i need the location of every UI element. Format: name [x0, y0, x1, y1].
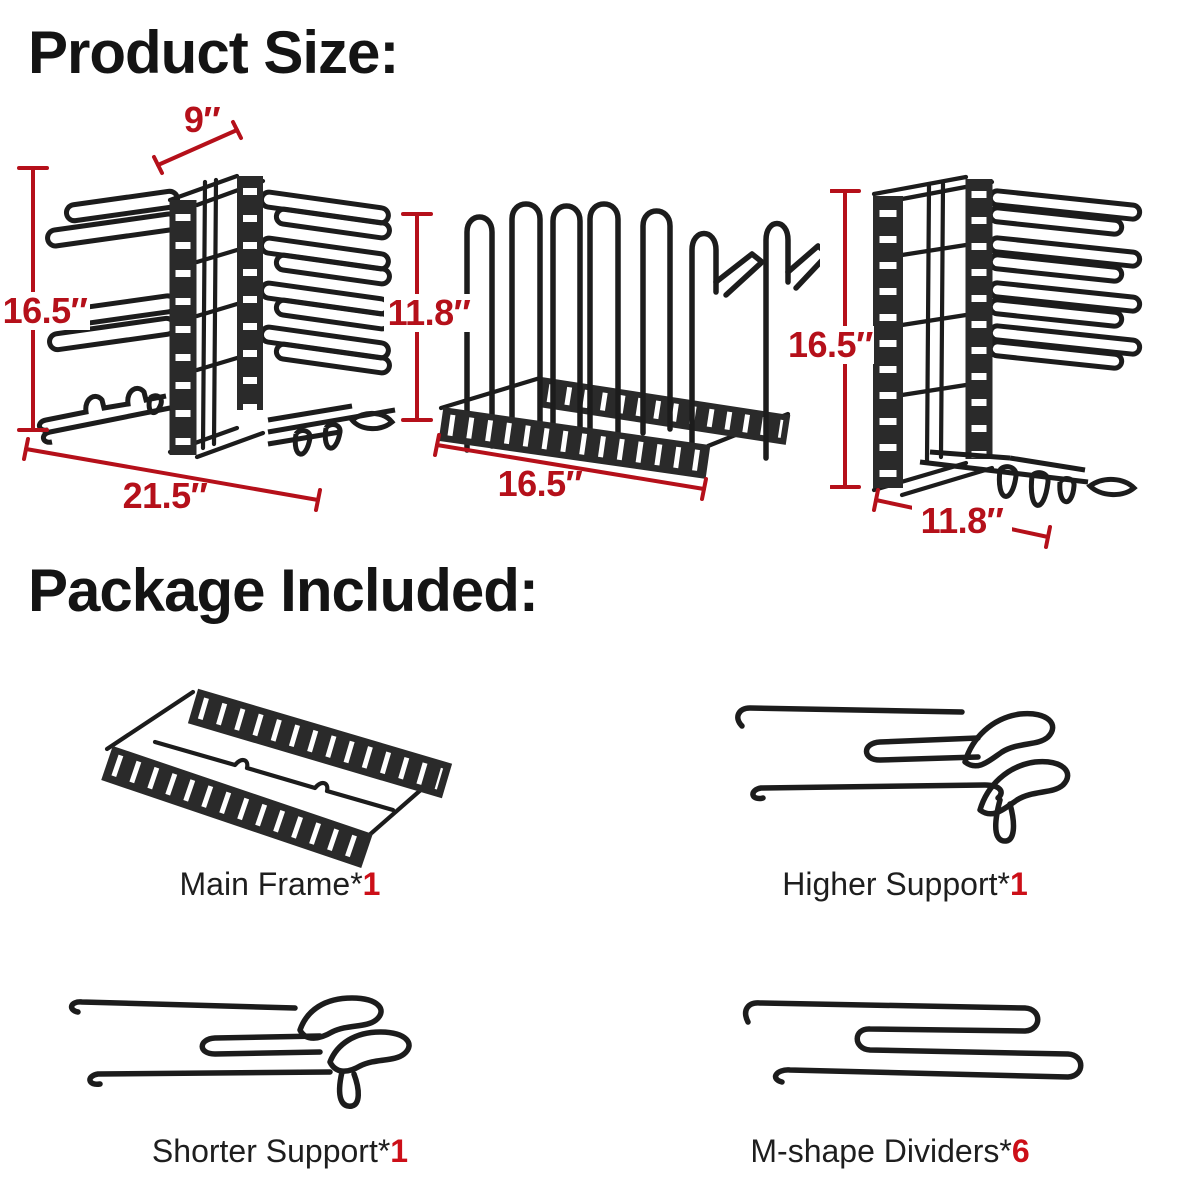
rack-horizontal-illustration [401, 201, 820, 501]
product-size-title: Product Size: [28, 19, 399, 86]
shorter-support-illustration [68, 995, 412, 1109]
dimension-label-rack1-width: 21.5″ [122, 475, 208, 516]
dimension-label-rack2-width: 16.5″ [497, 463, 583, 504]
shorter-support-count: 1 [390, 1133, 409, 1169]
m-shape-dividers-count: 6 [1011, 1133, 1030, 1169]
shorter-support-label: Shorter Support*1 [151, 1133, 409, 1169]
higher-support-illustration [735, 705, 1071, 844]
dimension-label-rack1-top: 9″ [183, 99, 221, 140]
dimension-label-rack1-height: 16.5″ [0, 292, 90, 330]
higher-support-label: Higher Support*1 [782, 866, 1028, 902]
dimension-label-rack3-height: 16.5″ [786, 324, 874, 365]
rack-vertical-narrow-illustration [830, 174, 1143, 549]
dimension-label-rack3-depth: 11.8″ [912, 502, 1012, 540]
package-included-title: Package Included: [28, 557, 539, 624]
main-frame-illustration [101, 688, 453, 869]
main-frame-count: 1 [362, 866, 381, 902]
m-shape-divider-illustration [742, 1000, 1084, 1085]
dimension-label-rack2-height: 11.8″ [384, 294, 474, 332]
higher-support-count: 1 [1009, 866, 1028, 902]
main-frame-label: Main Frame*1 [179, 866, 381, 902]
m-shape-dividers-label: M-shape Dividers*6 [750, 1133, 1030, 1169]
